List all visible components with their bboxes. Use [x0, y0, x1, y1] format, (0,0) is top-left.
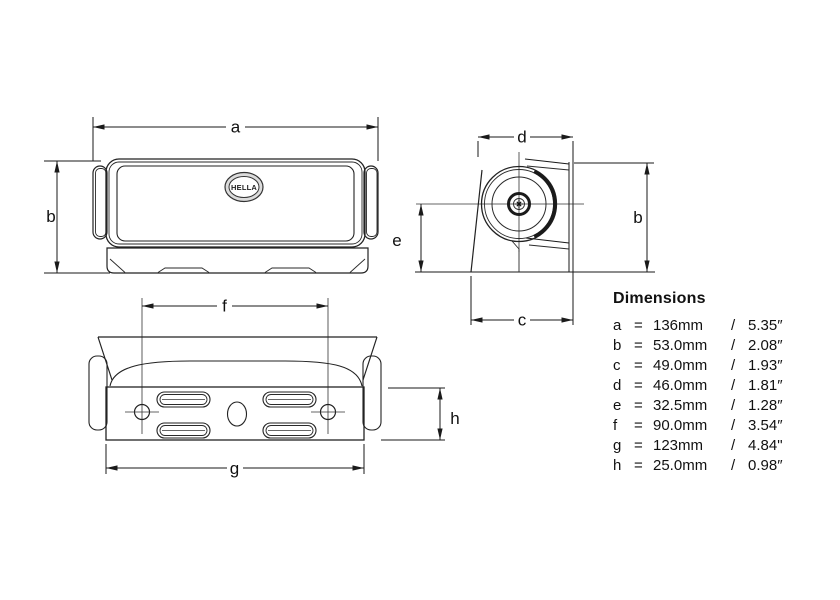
dim-mm-value: 46.0mm	[653, 376, 708, 394]
bulb-center-star-icon	[514, 199, 524, 209]
dim-mm-value: 136mm	[653, 316, 704, 334]
dim-label-g: g	[230, 459, 239, 478]
dimensions-title: Dimensions	[613, 290, 706, 307]
dim-inch-value: 0.98″	[748, 456, 783, 474]
dimension-row-e: e = 32.5mm / 1.28″	[613, 395, 783, 415]
slash-separator: /	[731, 416, 736, 434]
dim-label-h: h	[450, 409, 459, 428]
dim-mm-value: 49.0mm	[653, 356, 708, 374]
dim-letter: h	[613, 456, 622, 474]
slash-separator: /	[731, 456, 736, 474]
front-view-drawing: HELLA a b	[44, 117, 379, 274]
equals-sign: =	[634, 356, 643, 374]
equals-sign: =	[634, 316, 643, 334]
equals-sign: =	[634, 396, 643, 414]
dim-mm-value: 90.0mm	[653, 416, 708, 434]
dimension-row-c: c = 49.0mm / 1.93″	[613, 355, 783, 375]
dim-letter: g	[613, 436, 622, 454]
dim-letter: d	[613, 376, 622, 394]
dimension-row-g: g = 123mm / 4.84"	[613, 435, 783, 455]
dim-inch-value: 4.84"	[748, 436, 783, 454]
hella-logo-text: HELLA	[231, 183, 257, 192]
dim-inch-value: 3.54″	[748, 416, 783, 434]
dim-letter: f	[613, 416, 618, 434]
equals-sign: =	[634, 456, 643, 474]
equals-sign: =	[634, 436, 643, 454]
dimensions-table: Dimensions a = 136mm / 5.35″ b = 53.0mm …	[613, 290, 783, 475]
dim-mm-value: 123mm	[653, 436, 704, 454]
dimension-row-f: f = 90.0mm / 3.54″	[613, 415, 783, 435]
dim-label-f: f	[222, 297, 227, 316]
dim-label-e: e	[392, 231, 401, 250]
dim-label-b-front: b	[46, 207, 55, 226]
slash-separator: /	[731, 316, 736, 334]
equals-sign: =	[634, 376, 643, 394]
equals-sign: =	[634, 416, 643, 434]
dim-letter: b	[613, 336, 622, 354]
dim-label-a: a	[231, 118, 241, 137]
dim-letter: e	[613, 396, 622, 414]
dim-inch-value: 2.08″	[748, 336, 783, 354]
dim-label-d: d	[517, 128, 526, 147]
dim-label-b-side: b	[633, 208, 642, 227]
hella-logo: HELLA	[224, 171, 264, 203]
side-view-drawing: d e b c	[392, 128, 655, 330]
dimension-row-a: a = 136mm / 5.35″	[613, 315, 783, 335]
dim-mm-value: 32.5mm	[653, 396, 708, 414]
mounting-slots	[156, 391, 317, 439]
dim-inch-value: 1.93″	[748, 356, 783, 374]
slash-separator: /	[731, 436, 736, 454]
equals-sign: =	[634, 336, 643, 354]
slash-separator: /	[731, 356, 736, 374]
dim-letter: a	[613, 316, 622, 334]
dim-mm-value: 25.0mm	[653, 456, 708, 474]
dim-inch-value: 1.28″	[748, 396, 783, 414]
dim-mm-value: 53.0mm	[653, 336, 708, 354]
slash-separator: /	[731, 376, 736, 394]
slash-separator: /	[731, 336, 736, 354]
dim-inch-value: 1.81″	[748, 376, 783, 394]
dim-inch-value: 5.35″	[748, 316, 783, 334]
dim-letter: c	[613, 356, 621, 374]
dimension-row-h: h = 25.0mm / 0.98″	[613, 455, 783, 475]
dim-label-c: c	[518, 311, 527, 330]
slash-separator: /	[731, 396, 736, 414]
bottom-view-drawing: f h g	[88, 297, 460, 478]
dimension-row-d: d = 46.0mm / 1.81″	[613, 375, 783, 395]
dimension-row-b: b = 53.0mm / 2.08″	[613, 335, 783, 355]
